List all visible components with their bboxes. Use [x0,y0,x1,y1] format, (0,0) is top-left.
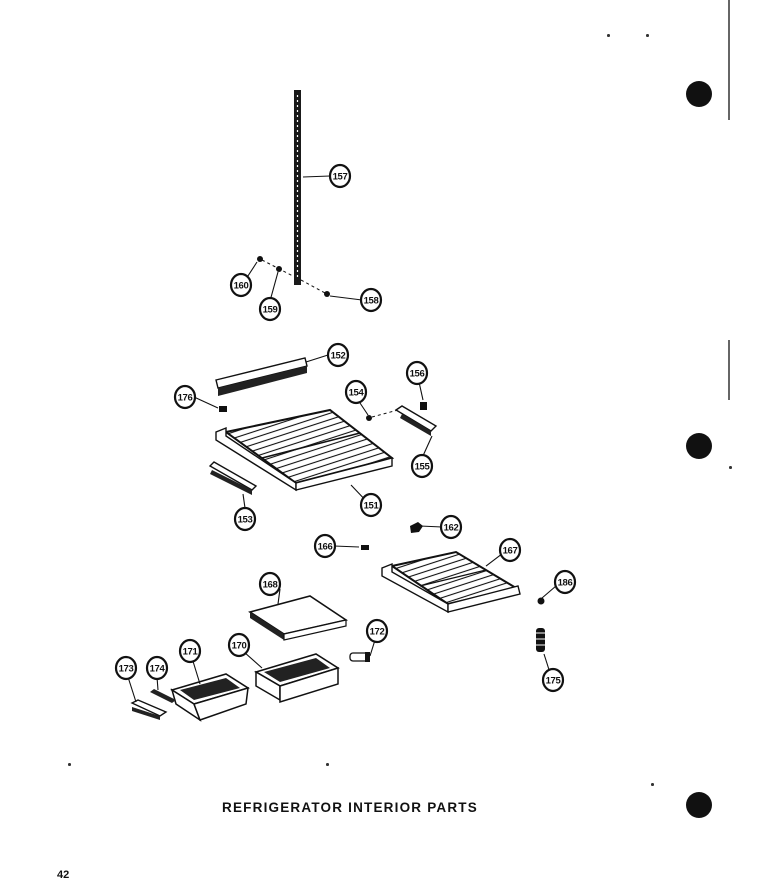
svg-text:176: 176 [178,393,193,404]
svg-text:151: 151 [364,501,380,512]
svg-text:168: 168 [263,580,278,591]
svg-text:186: 186 [558,578,573,589]
part-clips-162-166 [361,522,423,550]
callout-172: 172 [365,618,389,644]
part-crisper-drawer-right [254,653,340,704]
part-wire-shelf-lower [381,550,521,614]
svg-text:170: 170 [232,641,247,652]
part-crisper-drawer-left [170,673,250,722]
page-title: REFRIGERATOR INTERIOR PARTS [222,800,478,815]
callout-173: 173 [114,655,138,681]
part-plug-172 [349,652,370,662]
part-crisper-cover [248,595,348,641]
callout-166: 166 [313,533,337,559]
callout-155: 155 [410,453,434,479]
callout-186: 186 [553,569,577,595]
page-number: 42 [57,869,70,881]
callout-176: 176 [173,384,197,410]
svg-text:153: 153 [238,515,253,526]
svg-text:175: 175 [546,676,562,687]
svg-text:157: 157 [333,172,348,183]
binder-edge-middle [728,340,730,400]
punch-hole-middle [686,433,712,459]
callout-167: 167 [498,537,522,563]
part-side-bracket-right [394,405,438,436]
callout-160: 160 [229,272,253,298]
callout-170: 170 [227,632,251,658]
svg-text:158: 158 [364,296,379,307]
part-rail-vertical [294,90,301,285]
callout-153: 153 [233,506,257,532]
callout-157: 157 [328,163,352,189]
svg-text:152: 152 [331,351,346,362]
callout-158: 158 [359,287,383,313]
callout-156: 156 [405,360,429,386]
svg-text:162: 162 [444,523,459,534]
svg-text:167: 167 [503,546,518,557]
svg-text:173: 173 [119,664,134,675]
svg-text:172: 172 [370,627,385,638]
scan-speck [607,34,610,37]
callout-174: 174 [145,655,169,681]
punch-hole-bottom [686,792,712,818]
callout-175: 175 [541,667,565,693]
part-clip-186 [537,597,545,605]
part-drawer-rails [130,689,176,720]
svg-text:155: 155 [415,462,431,473]
part-screws-154-156 [366,402,427,421]
svg-text:156: 156 [410,369,425,380]
svg-text:166: 166 [318,542,333,553]
svg-text:160: 160 [234,281,249,292]
svg-text:154: 154 [349,388,365,399]
scan-speck [651,783,654,786]
part-clip-176 [219,406,227,412]
callout-171: 171 [178,638,202,664]
svg-text:159: 159 [263,305,278,316]
leader-lines [127,175,557,703]
binder-edge-top [728,0,730,120]
svg-text:174: 174 [150,664,166,675]
scan-speck [646,34,649,37]
callout-152: 152 [326,342,350,368]
punch-hole-top [686,81,712,107]
part-wire-shelf-upper [215,408,395,492]
callout-168: 168 [258,571,282,597]
scan-speck [68,763,71,766]
part-spring-175 [536,628,545,652]
part-bracket-lower-left [208,461,258,495]
scan-speck [729,466,732,469]
callout-162: 162 [439,514,463,540]
callout-159: 159 [258,296,282,322]
svg-text:171: 171 [183,647,199,658]
callout-151: 151 [359,492,383,518]
part-support-bracket-upper [215,357,308,396]
callout-154: 154 [344,379,368,405]
scan-speck [326,763,329,766]
part-rail-screws [257,256,330,297]
